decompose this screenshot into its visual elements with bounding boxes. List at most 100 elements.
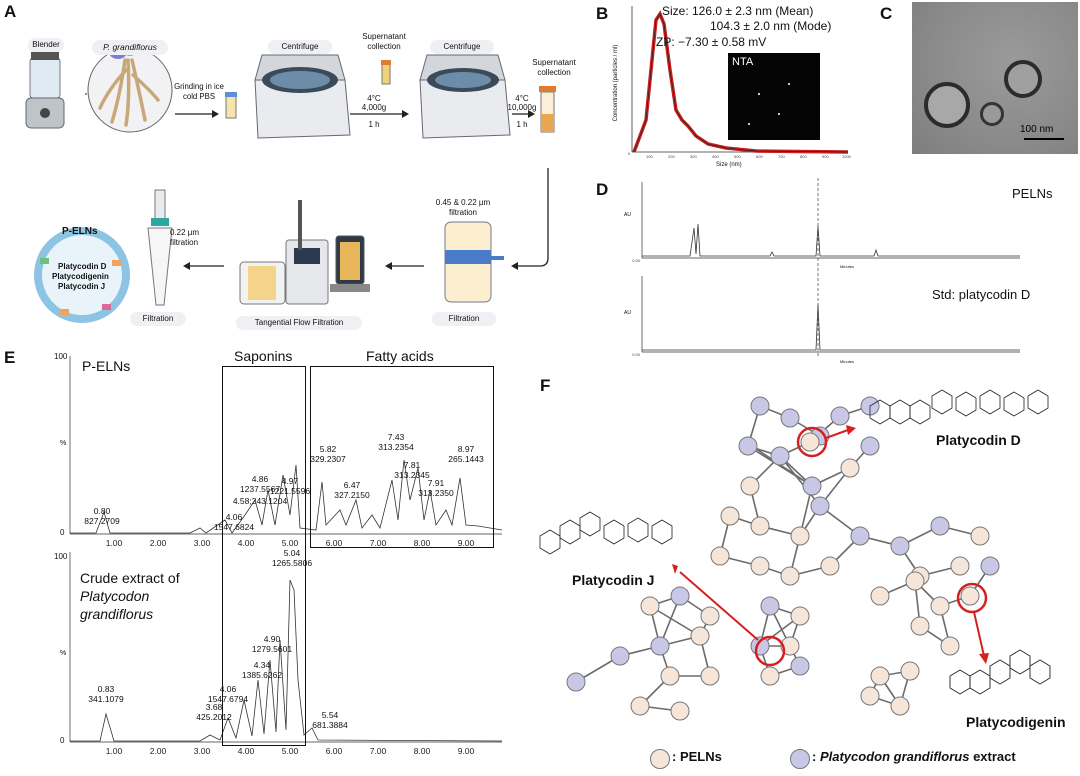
legend-extract-suffix: extract <box>969 749 1016 764</box>
label-platycodigenin: Platycodigenin <box>966 714 1066 730</box>
lcms-bottom-sample-1: Crude extract of <box>80 570 180 586</box>
peln-node <box>800 432 820 452</box>
peln-node <box>940 636 960 656</box>
lcms-bottom-y100: 100 <box>54 552 68 561</box>
extract-node <box>780 408 800 428</box>
svg-text:800: 800 <box>800 154 807 159</box>
svg-text:4.00: 4.00 <box>238 746 255 756</box>
hplc-xunit-top: Minutes <box>840 264 855 269</box>
centrifuge-icon-2 <box>419 54 511 139</box>
nta-video-frame: NTA <box>728 53 820 140</box>
peln-node <box>930 596 950 616</box>
panel-label-c: C <box>880 4 893 23</box>
peln-node <box>720 506 740 526</box>
legend-extract-italic: Platycodon grandiflorus <box>819 749 970 764</box>
legend-extract-swatch <box>790 749 810 769</box>
pelns-title: P-ELNs <box>62 226 98 237</box>
top-peak-label: 4.58;243.1204 <box>232 496 288 506</box>
svg-text:1.00: 1.00 <box>106 538 123 548</box>
nta-size-mean: Size: 126.0 ± 2.3 nm (Mean) <box>662 4 814 18</box>
plant-label: P. grandiflorus <box>92 40 168 55</box>
lcms-top-y0: 0 <box>60 528 65 537</box>
centrifuge2-label: Centrifuge <box>430 40 494 54</box>
cargo-1: Platycodin D <box>58 262 107 271</box>
molecular-network <box>539 389 1051 721</box>
panel-label-b: B <box>596 4 609 23</box>
label-platycodin-j: Platycodin J <box>572 572 655 588</box>
svg-text:6.00: 6.00 <box>326 538 343 548</box>
nta-xlabel: Size (nm) <box>716 162 742 168</box>
svg-text:5.00: 5.00 <box>282 746 299 756</box>
svg-text:3.00: 3.00 <box>194 746 211 756</box>
svg-text:2.00: 2.00 <box>150 538 167 548</box>
svg-text:500: 500 <box>734 154 741 159</box>
saponins-box <box>222 366 306 746</box>
extract-node <box>650 636 670 656</box>
blender-icon <box>25 52 65 129</box>
peln-node <box>950 556 970 576</box>
extract-node <box>790 656 810 676</box>
svg-text:300: 300 <box>690 154 697 159</box>
centrifuge1-label: Centrifuge <box>268 40 332 54</box>
svg-text:9.00: 9.00 <box>458 538 475 548</box>
peln-node <box>740 476 760 496</box>
extract-node <box>738 436 758 456</box>
peln-node <box>630 696 650 716</box>
svg-text:9.00: 9.00 <box>458 746 475 756</box>
extract-node <box>760 596 780 616</box>
network-nodes <box>566 396 1000 721</box>
peln-node <box>660 666 680 686</box>
svg-text:100: 100 <box>646 154 653 159</box>
svg-text:3.00: 3.00 <box>194 538 211 548</box>
supernatant1-label: Supernatant collection <box>362 32 406 51</box>
peln-node <box>790 606 810 626</box>
tem-image: 100 nm <box>912 2 1078 154</box>
hplc-top-label: PELNs <box>1012 186 1053 201</box>
svg-text:1000: 1000 <box>842 154 852 159</box>
svg-text:6.00: 6.00 <box>326 746 343 756</box>
fatty-acids-box <box>310 366 494 548</box>
peln-node <box>670 701 690 721</box>
filtration-left-label: Filtration <box>130 312 186 326</box>
svg-text:600: 600 <box>756 154 763 159</box>
extract-node <box>670 586 690 606</box>
spin2-g: 10,000g <box>507 103 537 112</box>
svg-text:0.00: 0.00 <box>632 258 641 263</box>
centrifuge-icon <box>254 54 351 139</box>
legend-peln-swatch <box>650 749 670 769</box>
peln-node <box>750 556 770 576</box>
hplc-ylabel-bottom: AU <box>624 310 631 316</box>
svg-text:0: 0 <box>628 151 631 156</box>
peln-node <box>790 526 810 546</box>
panel-label-f: F <box>540 376 551 395</box>
filtration-right-label: Filtration <box>432 312 496 326</box>
extract-node <box>930 516 950 536</box>
peln-node <box>970 526 990 546</box>
extract-node <box>980 556 1000 576</box>
svg-text:4.00: 4.00 <box>238 538 255 548</box>
peln-node <box>870 666 890 686</box>
structure-platycodigenin <box>949 649 1051 695</box>
extract-node <box>850 526 870 546</box>
highlight-ring <box>796 426 828 458</box>
peln-node <box>840 458 860 478</box>
spin1-temp: 4°C <box>367 94 381 103</box>
lcms-bottom-ypct: % <box>60 650 67 657</box>
hplc-ylabel-top: AU <box>624 212 631 218</box>
peln-node <box>890 696 910 716</box>
legend-extract-label: : Platycodon grandiflorus extract <box>812 749 1016 764</box>
panel-label-e: E <box>4 348 16 367</box>
peln-node <box>640 596 660 616</box>
highlight-ring <box>754 635 786 667</box>
filtration-bottle-icon <box>444 221 504 303</box>
peln-node <box>820 556 840 576</box>
